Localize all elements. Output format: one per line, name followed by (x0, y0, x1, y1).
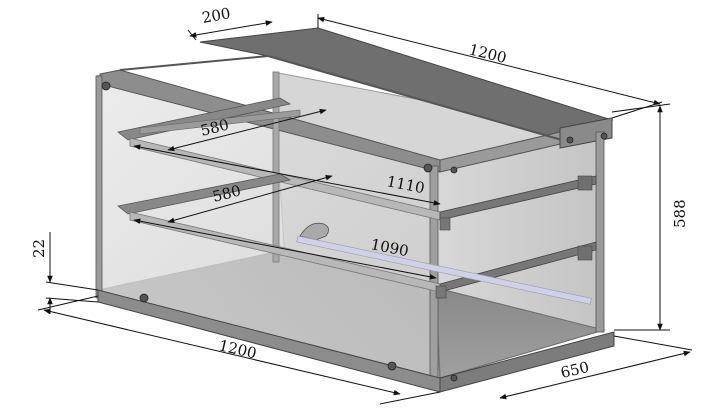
label-bottom-depth: 650 (559, 358, 591, 382)
cabinet (95, 27, 615, 393)
top-back-edge (119, 54, 563, 141)
label-top-depth: 200 (201, 4, 232, 27)
front-right-post (429, 165, 439, 381)
back-right-post (595, 131, 605, 333)
label-top-width: 1200 (467, 40, 508, 67)
dimension-labels: 200 1200 588 1200 650 22 580 1110 580 10… (30, 4, 689, 382)
label-height: 588 (671, 199, 689, 228)
label-base-height: 22 (30, 239, 48, 258)
front-left-post (95, 75, 103, 299)
dimension-lines (37, 14, 693, 405)
